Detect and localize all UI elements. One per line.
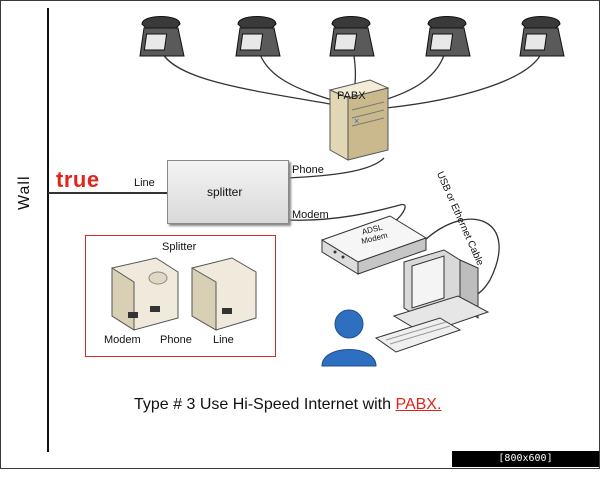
splitter-label: splitter	[207, 185, 243, 199]
telephone-icon	[519, 16, 565, 57]
diagram-caption: Type # 3 Use Hi-Speed Internet with PABX…	[134, 396, 441, 414]
pabx-server-icon: ×	[328, 79, 390, 161]
telephone-icon	[139, 16, 185, 57]
splitter-box	[167, 160, 289, 224]
telephone-icon	[329, 16, 375, 57]
modem-port-label: Modem	[292, 209, 329, 221]
modem-out-cable	[286, 203, 406, 223]
wall-label: Wall	[16, 175, 33, 210]
splitter-inset-box	[85, 235, 276, 357]
svg-text:×: ×	[354, 116, 359, 126]
phone-cables	[159, 47, 543, 109]
brand-logo: true	[56, 167, 100, 192]
splitter-device-icon	[111, 257, 179, 331]
telephone-icon	[235, 16, 281, 57]
inset-title: Splitter	[162, 241, 197, 253]
inset-port-modem: Modem	[104, 334, 141, 346]
caption-prefix: Type # 3 Use Hi-Speed Internet with	[134, 396, 396, 413]
footer-watermark: [800x600] http://upic.me/	[452, 451, 599, 480]
diagram-artwork: ×	[47, 8, 565, 452]
user-icon	[321, 309, 377, 367]
pabx-label: PABX	[337, 90, 366, 102]
phone-out-cable	[286, 157, 385, 179]
inset-port-line: Line	[213, 334, 234, 346]
phone-port-label: Phone	[292, 164, 324, 176]
line-label: Line	[134, 177, 155, 189]
desktop-computer-icon	[374, 249, 490, 353]
splitter-device-icon	[191, 257, 257, 331]
caption-highlight: PABX.	[395, 396, 442, 413]
telephone-icon	[425, 16, 471, 57]
diagram-canvas: ×	[0, 0, 600, 469]
inset-port-phone: Phone	[160, 334, 192, 346]
adsl-modem-icon	[320, 215, 428, 275]
